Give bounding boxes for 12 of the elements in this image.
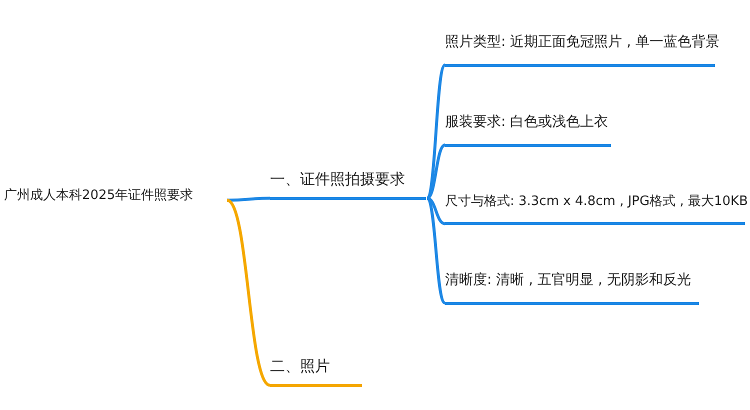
topic-text: 一、证件照拍摄要求 — [270, 170, 426, 200]
branch-line — [226, 196, 270, 202]
topic-text: 服装要求: 白色或浅色上衣 — [445, 114, 611, 146]
branch-line — [426, 197, 446, 304]
branch-line — [426, 196, 446, 226]
branch-line — [426, 64, 446, 200]
branch-line — [426, 144, 446, 200]
topic-text: 尺寸与格式: 3.3cm x 4.8cm , JPG格式 , 最大10KB — [445, 194, 745, 226]
topic-text: 清晰度: 清晰 , 五官明显 , 无阴影和反光 — [445, 272, 699, 304]
branch-line — [226, 199, 271, 386]
topic-text: 二、照片 — [270, 357, 362, 387]
root-topic: 广州成人本科2025年证件照要求 — [4, 188, 226, 208]
